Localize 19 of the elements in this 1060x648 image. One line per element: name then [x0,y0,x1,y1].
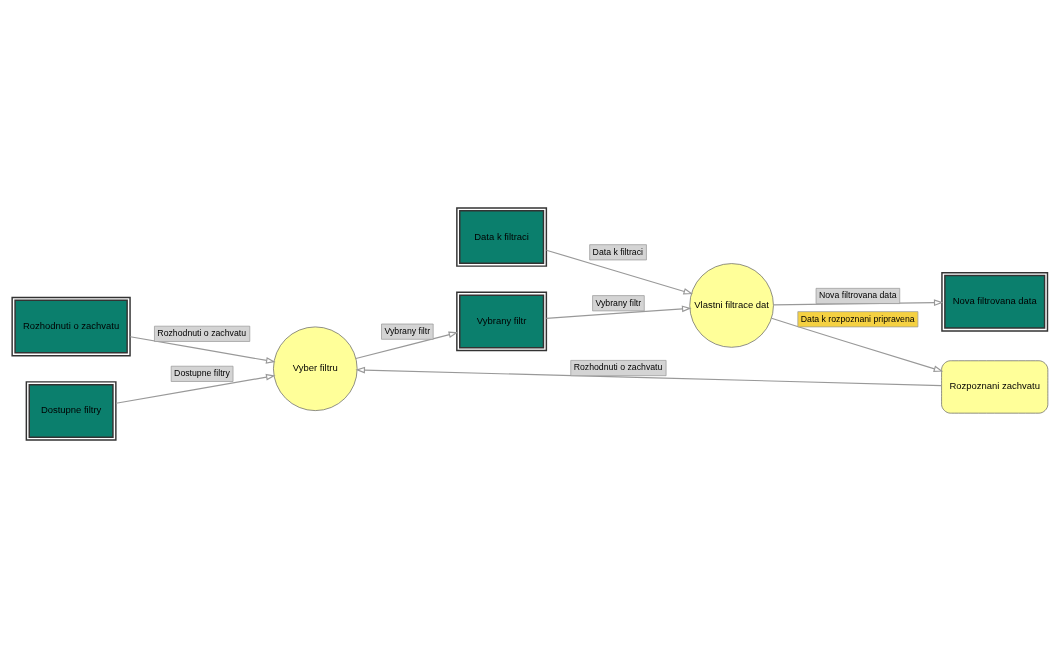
edge-label: Vybrany filtr [595,297,642,308]
arrow [355,331,459,360]
arrow [129,336,276,364]
edge-label: Dostupne filtry [174,368,230,379]
edge-label: Data k rozpoznani pripravena [800,313,915,324]
edge-label: Rozhodnuti o zachvatu [573,362,663,373]
edge-label: Rozhodnuti o zachvatu [157,328,247,339]
edge-label: Vybrany filtr [384,325,431,336]
arrow [355,366,943,387]
arrow [771,317,944,372]
arrow [772,299,944,306]
node-circle: Vyber filtru [273,326,358,411]
edge-label: Nova filtrovana data [818,290,897,301]
arrow [115,373,276,404]
edge-label: Data k filtraci [592,246,643,257]
node-box: Rozpoznani zachvatu [941,360,1049,414]
arrow [545,305,692,319]
arrow [545,249,694,295]
node-circle: Vlastni filtrace dat [689,263,774,348]
